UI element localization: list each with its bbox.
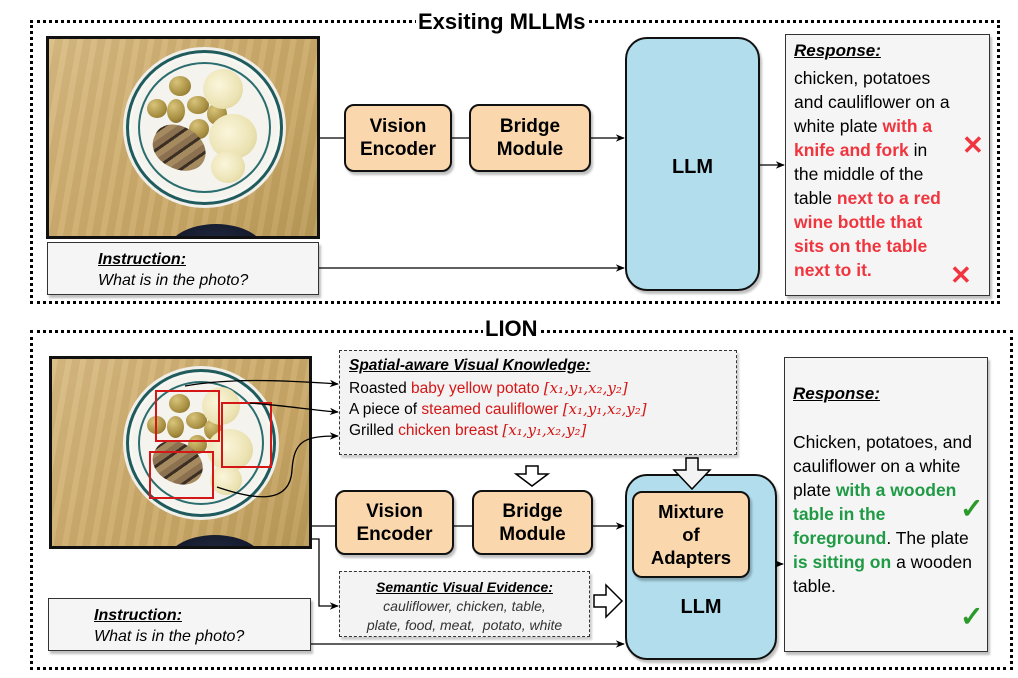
instruction-label: Instruction: bbox=[98, 251, 186, 268]
response-text: Chicken, potatoes, and cauliflower on a … bbox=[793, 430, 975, 598]
lion-title: LION bbox=[483, 316, 540, 341]
correct-segment: with a wooden table in the foreground bbox=[793, 480, 957, 548]
knowledge-item-cauliflower: A piece of steamed cauliflower [x₁,y₁,x₂… bbox=[349, 400, 647, 418]
response-label: Response: bbox=[793, 384, 880, 403]
spatial-knowledge-label: Spatial-aware Visual Knowledge: bbox=[349, 357, 591, 374]
instruction-text: What is in the photo? bbox=[98, 272, 249, 289]
bottom-response-box: Response: Chicken, potatoes, and caulifl… bbox=[784, 357, 988, 652]
hallucinated-segment: next to a red wine bottle that sits on t… bbox=[794, 188, 941, 280]
check-icon: ✓ bbox=[960, 493, 984, 524]
correct-segment: is sitting on bbox=[793, 552, 892, 572]
semantic-evidence-box: Semantic Visual Evidence: cauliflower, c… bbox=[339, 571, 590, 637]
response-text: chicken, potatoes and cauliflower on a w… bbox=[794, 66, 954, 282]
response-segment: Chicken, potatoes, and cauliflower on a … bbox=[793, 432, 973, 500]
spatial-knowledge-box: Spatial-aware Visual Knowledge: Roasted … bbox=[339, 350, 737, 455]
response-segment: in the middle of the table bbox=[794, 140, 928, 208]
response-segment: a wooden table. bbox=[793, 552, 972, 596]
response-segment: . The plate bbox=[886, 528, 969, 548]
top-response-box: Response: chicken, potatoes and cauliflo… bbox=[785, 34, 990, 296]
hallucinated-segment: with a knife and fork bbox=[794, 116, 933, 160]
instruction-text: What is in the photo? bbox=[94, 628, 245, 645]
cauliflower-bounding-box bbox=[221, 402, 272, 468]
top-instruction-box: Instruction: What is in the photo? bbox=[47, 242, 319, 295]
existing-mllms-title: Exsiting MLLMs bbox=[416, 9, 588, 34]
response-label: Response: bbox=[794, 41, 881, 60]
semantic-evidence-line2: plate, food, meat, potato, white bbox=[366, 617, 563, 633]
bottom-instruction-box: Instruction: What is in the photo? bbox=[48, 598, 311, 651]
top-llm: LLM bbox=[625, 37, 760, 291]
cross-icon: ✕ bbox=[950, 260, 972, 290]
food-photo-with-boxes bbox=[49, 356, 312, 549]
knowledge-item-chicken: Grilled chicken breast [x₁,y₁,x₂,y₂] bbox=[349, 421, 587, 439]
semantic-evidence-line1: cauliflower, chicken, table, bbox=[383, 598, 546, 614]
knowledge-item-potato: Roasted baby yellow potato [x₁,y₁,x₂,y₂] bbox=[349, 379, 628, 397]
instruction-label: Instruction: bbox=[94, 607, 182, 624]
llm-label: LLM bbox=[680, 596, 722, 618]
food-photo bbox=[46, 36, 320, 239]
check-icon: ✓ bbox=[960, 601, 984, 632]
semantic-evidence-label: Semantic Visual Evidence: bbox=[376, 579, 553, 595]
chicken-bounding-box bbox=[149, 451, 214, 499]
potato-bounding-box bbox=[155, 390, 220, 442]
cross-icon: ✕ bbox=[962, 130, 984, 160]
response-segment: chicken, potatoes and cauliflower on a w… bbox=[794, 68, 950, 136]
llm-label: LLM bbox=[671, 156, 714, 178]
